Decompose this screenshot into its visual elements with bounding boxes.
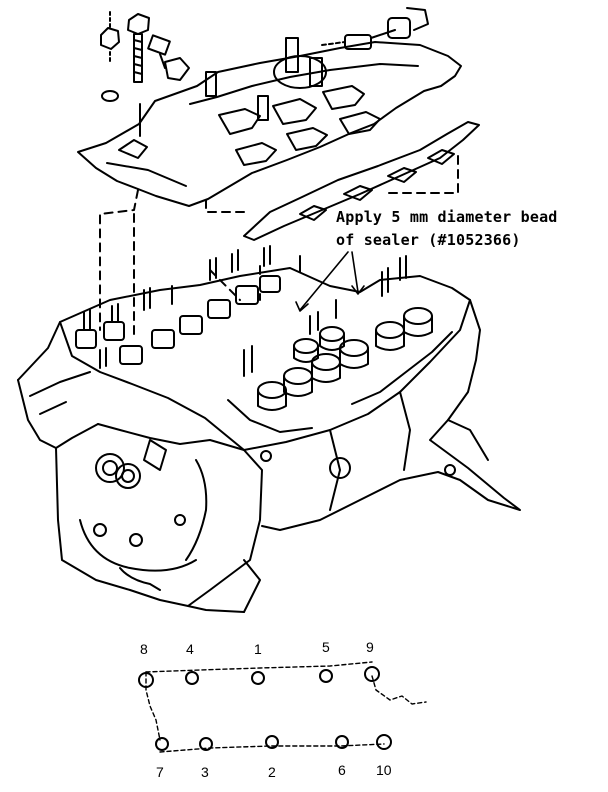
sealer-callout-line-2: of sealer (#1052366) <box>336 231 521 249</box>
bolt-hole-7 <box>155 737 169 751</box>
bolt-hole-6 <box>335 735 349 749</box>
upper-intake-manifold <box>77 37 462 207</box>
bolt-number-9: 9 <box>366 639 374 655</box>
stud-small <box>147 34 171 69</box>
bolt-hole-2 <box>265 735 279 749</box>
bolt-hole-3 <box>199 737 213 751</box>
bolt-hole-4 <box>185 671 199 685</box>
bolt-number-7: 7 <box>156 764 164 780</box>
bolt-hole-9 <box>364 666 380 682</box>
manifold-gasket <box>243 121 480 241</box>
bolt-number-4: 4 <box>186 641 194 657</box>
bolt-number-3: 3 <box>201 764 209 780</box>
bolt-number-8: 8 <box>140 641 148 657</box>
bolt-hole-8 <box>138 672 154 688</box>
bolt-hole-5 <box>319 669 333 683</box>
bolt-hole-1 <box>251 671 265 685</box>
alignment-lines <box>99 155 459 336</box>
bolt-number-1: 1 <box>254 641 262 657</box>
bolt-number-5: 5 <box>322 639 330 655</box>
sensor-fitting <box>321 7 429 50</box>
valve-lifters <box>257 307 433 411</box>
bolt-sequence-outline <box>145 661 427 753</box>
bolt-holes <box>138 666 392 751</box>
sealer-callout-line-1: Apply 5 mm diameter bead <box>336 208 558 226</box>
bolt-number-10: 10 <box>376 762 392 778</box>
bolt-number-6: 6 <box>338 762 346 778</box>
engine-block <box>17 245 521 613</box>
callout-leaders <box>295 251 365 312</box>
bolt-hole-10 <box>376 734 392 750</box>
bolt-long <box>127 13 150 83</box>
nut-and-bolt-left <box>100 11 120 102</box>
bolt-right <box>164 57 190 81</box>
bolt-number-2: 2 <box>268 764 276 780</box>
